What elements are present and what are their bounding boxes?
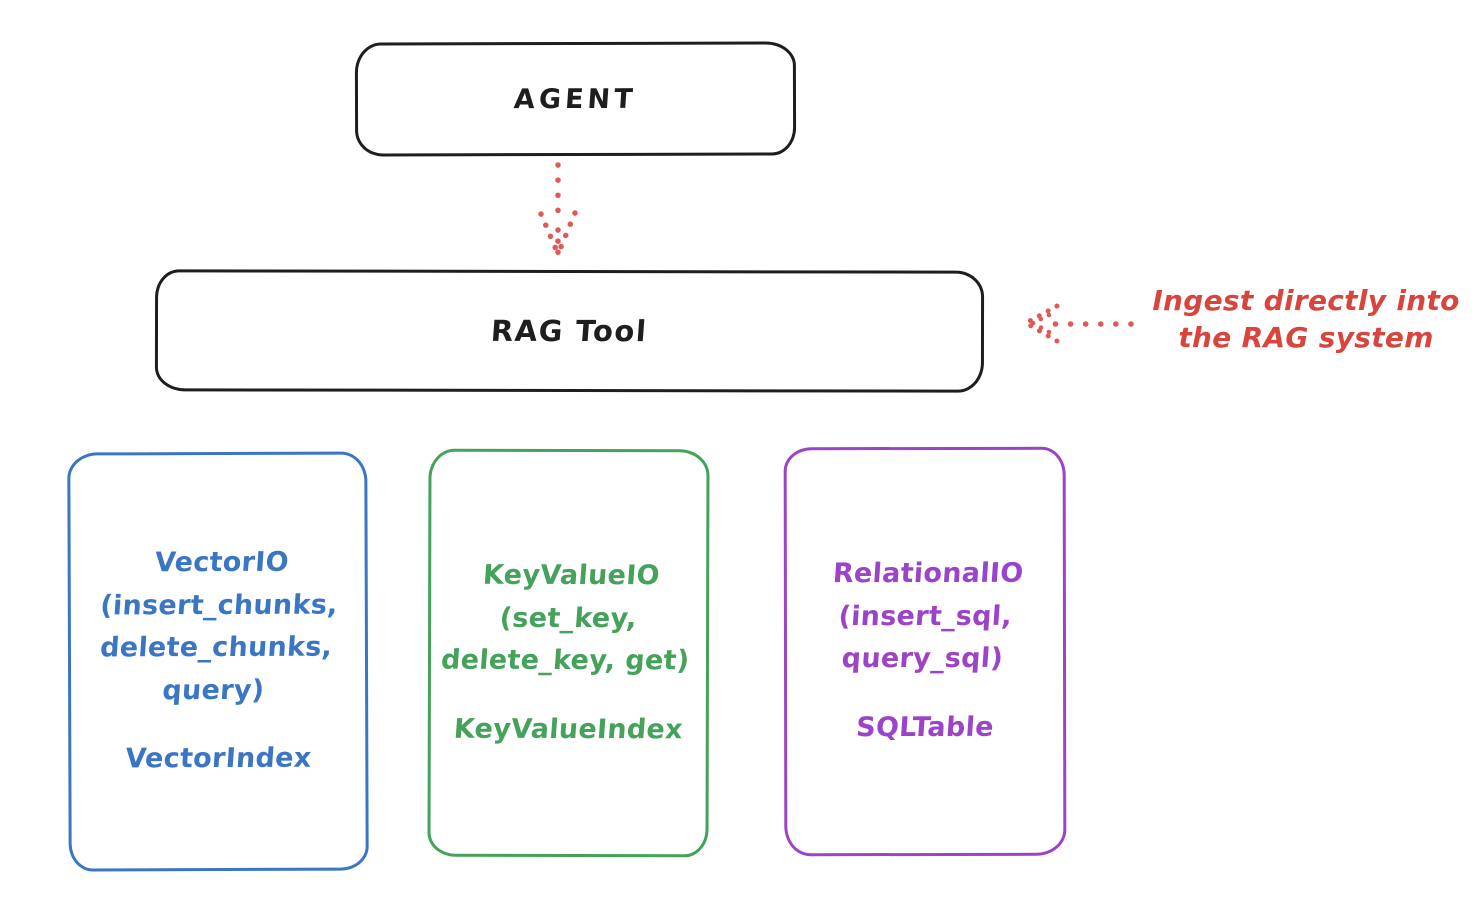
ingest-dotted-arrow-icon (1023, 303, 1134, 344)
keyvalue-io-box: KeyValueIO (set_key, delete_key, get) Ke… (427, 448, 710, 858)
vector-io-title: VectorIO (insert_chunks, delete_chunks, … (99, 546, 340, 707)
sql-table-label: SQLTable (855, 712, 996, 744)
relational-io-box: RelationalIO (insert_sql, query_sql) SQL… (783, 446, 1067, 857)
vector-index-label: VectorIndex (124, 743, 313, 775)
agent-box: AGENT (354, 41, 797, 157)
keyvalue-index-label: KeyValueIndex (452, 713, 684, 745)
rag-tool-box: RAG Tool (154, 269, 985, 393)
vector-io-box: VectorIO (insert_chunks, delete_chunks, … (67, 451, 369, 872)
rag-tool-label: RAG Tool (490, 313, 649, 349)
agent-to-rag-dotted-arrow-icon (538, 162, 578, 257)
ingest-annotation: Ingest directly into the RAG system (1152, 284, 1460, 354)
relational-io-title: RelationalIO (insert_sql, query_sql) (831, 558, 1025, 675)
agent-label: AGENT (513, 83, 638, 115)
keyvalue-io-title: KeyValueIO (set_key, delete_key, get) (440, 559, 691, 677)
